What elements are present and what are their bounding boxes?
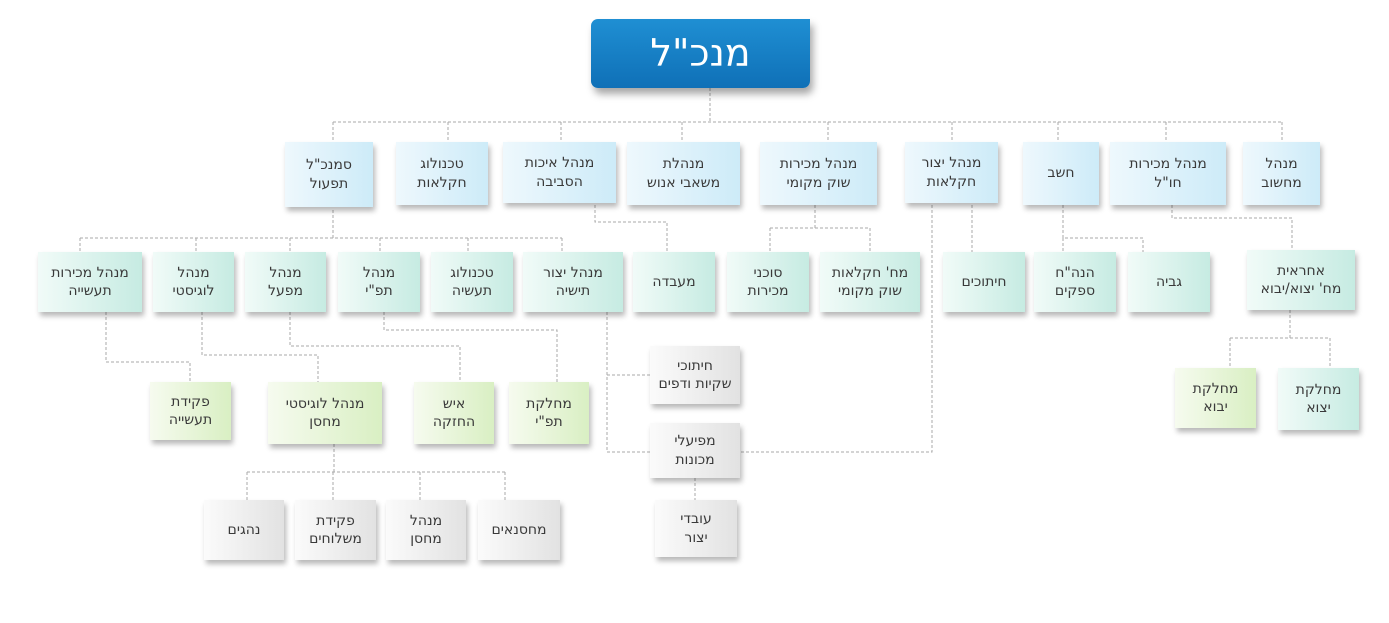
node-env-quality[interactable]: מנהל איכות הסביבה bbox=[503, 142, 616, 203]
connector-warehouse bbox=[246, 444, 506, 500]
node-cuttings[interactable]: חיתוכים bbox=[943, 252, 1025, 312]
node-hr[interactable]: מנהלת משאבי אנוש bbox=[627, 142, 740, 205]
node-it[interactable]: מנהל מחשוב bbox=[1243, 142, 1320, 205]
node-collection[interactable]: גביה bbox=[1128, 252, 1210, 312]
connector-deputy-ops bbox=[79, 210, 563, 252]
node-maintenance-dept[interactable]: מחלקת תפ"י bbox=[509, 382, 589, 444]
node-accountant[interactable]: חשב bbox=[1023, 142, 1099, 205]
node-storekeepers[interactable]: מחסנאים bbox=[478, 500, 560, 560]
node-deputy-ops[interactable]: סמנכ"ל תפעול bbox=[285, 142, 373, 207]
connector-accountant bbox=[1062, 205, 1144, 252]
connector-ceo-level1 bbox=[332, 88, 1283, 142]
node-lab[interactable]: מעבדה bbox=[633, 252, 715, 312]
node-warehouse-mgr[interactable]: מנהל מחסן bbox=[386, 500, 466, 560]
connector-agri-production bbox=[740, 205, 973, 453]
node-logistics[interactable]: מנהל לוגיסטי bbox=[153, 252, 234, 312]
connector-logistics bbox=[201, 312, 319, 382]
connector-plant bbox=[289, 312, 461, 382]
node-industry-clerk[interactable]: פקידת תעשייה bbox=[150, 382, 231, 440]
node-intl-sales[interactable]: מנהל מכירות חו"ל bbox=[1110, 142, 1226, 205]
node-import-export-resp[interactable]: אחראית מח' יצוא/יבוא bbox=[1247, 250, 1355, 310]
connector-industry-production bbox=[606, 312, 650, 453]
node-machine-operators[interactable]: מפיעלי מכונות bbox=[650, 423, 740, 478]
connector-env-lab bbox=[594, 205, 668, 252]
node-export-dept[interactable]: מחלקת יצוא bbox=[1278, 368, 1359, 430]
node-local-sales[interactable]: מנהל מכירות שוק מקומי bbox=[760, 142, 877, 205]
node-import-dept[interactable]: מחלקת יבוא bbox=[1175, 368, 1256, 428]
node-maintenance-mgr[interactable]: מנהל תפ"י bbox=[338, 252, 420, 312]
node-agri-tech[interactable]: טכנולוג חקלאות bbox=[396, 142, 488, 205]
node-agri-production[interactable]: מנהל יצור חקלאות bbox=[905, 142, 998, 203]
connector-local-sales bbox=[769, 205, 871, 252]
connector-maintenance bbox=[383, 312, 558, 382]
connector-intl-sales bbox=[1171, 205, 1293, 250]
node-drivers[interactable]: נהגים bbox=[204, 500, 284, 560]
node-industry-tech[interactable]: טכנולוג תעשיה bbox=[431, 252, 513, 312]
node-plant[interactable]: מנהל מפעל bbox=[245, 252, 326, 312]
node-shipping-clerk[interactable]: פקידת משלוחים bbox=[295, 500, 376, 560]
connector-industry-sales bbox=[105, 312, 191, 382]
node-bag-cutting[interactable]: חיתוכי שקיות ודפים bbox=[650, 346, 740, 404]
node-production-workers[interactable]: עובדי יצור bbox=[655, 500, 737, 557]
node-maintenance-man[interactable]: איש החזקה bbox=[414, 382, 494, 444]
ceo-box[interactable]: מנכ"ל bbox=[591, 19, 810, 88]
node-sales-agents[interactable]: סוכני מכירות bbox=[727, 252, 809, 312]
node-industry-sales[interactable]: מנהל מכירות תעשייה bbox=[38, 252, 142, 312]
node-industry-production[interactable]: מנהל יצור תישיה bbox=[523, 252, 623, 312]
node-agri-dept[interactable]: מח' חקלאות שוק מקומי bbox=[820, 252, 920, 312]
connector-import-export bbox=[1229, 310, 1331, 368]
node-warehouse-logistics[interactable]: מנהל לוגיסטי מחסן bbox=[268, 382, 382, 444]
node-supplier-accounts[interactable]: הנה"ח ספקים bbox=[1034, 252, 1116, 312]
